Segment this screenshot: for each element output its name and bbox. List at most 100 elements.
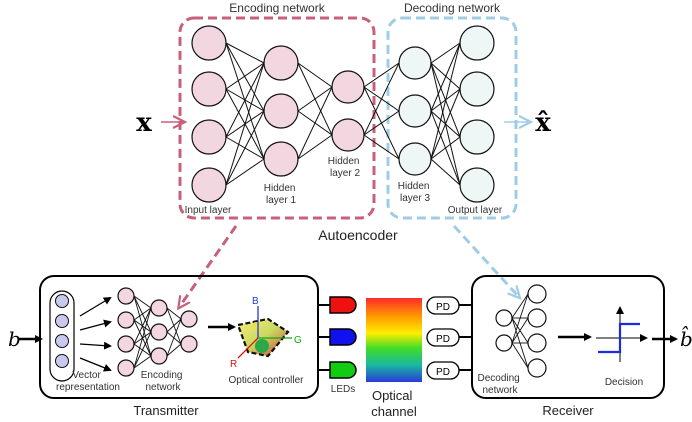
decision-function-icon xyxy=(596,306,648,362)
connection xyxy=(363,134,400,160)
autoencoder-connections xyxy=(225,42,461,186)
vector-representation-label: Vector representation xyxy=(56,370,120,393)
hidden-layer-3-label: Hidden layer 3 xyxy=(398,181,432,204)
connection xyxy=(297,86,333,112)
neuron xyxy=(459,167,495,203)
connection xyxy=(297,86,333,160)
axis-r xyxy=(237,337,259,359)
neuron xyxy=(180,310,198,328)
neuron xyxy=(191,167,227,203)
input-layer-label: Input layer xyxy=(185,205,232,216)
connection xyxy=(225,158,265,186)
encoding-network-title: Encoding network xyxy=(229,1,325,15)
neuron xyxy=(331,118,365,152)
rx-network-neurons xyxy=(495,284,547,378)
decoder-link-arrow xyxy=(452,224,518,296)
neuron xyxy=(459,25,495,61)
connection xyxy=(166,318,182,333)
connection xyxy=(430,42,461,64)
connection xyxy=(133,331,152,369)
connection xyxy=(133,307,152,369)
neuron xyxy=(117,287,135,305)
neuron xyxy=(527,358,547,378)
input-symbol: x xyxy=(136,108,152,138)
leds: LEDs xyxy=(318,296,357,395)
autoencoder-caption: Autoencoder xyxy=(318,227,398,243)
vector-arrow xyxy=(79,296,112,317)
encoder-link-arrow xyxy=(180,225,238,306)
vector-arrow xyxy=(79,357,112,372)
vector-element xyxy=(55,314,69,328)
led-red xyxy=(318,296,357,314)
optical-channel-label: Optical channel xyxy=(371,388,417,419)
neuron xyxy=(495,309,513,327)
vector-arrows xyxy=(79,296,112,372)
neuron xyxy=(527,308,547,328)
connection xyxy=(166,307,182,320)
autoencoder-neurons xyxy=(191,25,495,203)
tx-network-neurons xyxy=(117,287,198,377)
autoencoder: Encoding network Decoding network x x̂ I… xyxy=(136,1,551,306)
connection xyxy=(430,136,461,160)
photodetector: PD xyxy=(426,361,472,380)
neuron xyxy=(263,93,299,129)
neuron xyxy=(191,71,227,107)
axis-g-label: G xyxy=(294,335,302,346)
neuron xyxy=(398,46,432,80)
led-blue xyxy=(318,328,357,346)
photodetector: PD xyxy=(426,328,472,347)
optical-channel: Optical channel xyxy=(366,298,422,419)
neuron xyxy=(495,334,513,352)
optical-controller: B G R xyxy=(230,296,302,370)
vector-representation xyxy=(55,294,69,368)
neuron xyxy=(117,335,135,353)
neuron xyxy=(117,311,135,329)
connection xyxy=(166,318,182,357)
vector-element xyxy=(55,294,69,308)
connection xyxy=(297,62,333,88)
neuron xyxy=(527,333,547,353)
optical-channel-spectrum xyxy=(366,298,422,382)
connection xyxy=(511,293,529,319)
decoding-network-title: Decoding network xyxy=(404,1,501,15)
connection xyxy=(225,110,265,186)
connection xyxy=(133,307,152,345)
connection xyxy=(430,88,461,160)
vector-element xyxy=(55,354,69,368)
connection xyxy=(511,293,529,344)
neuron xyxy=(459,71,495,107)
neuron xyxy=(331,70,365,104)
rx-decoding-network-label: Decoding network xyxy=(477,373,522,396)
neuron xyxy=(117,359,135,377)
svg-text:PD: PD xyxy=(436,334,450,345)
receiver: PD PD PD Decoding network Decision Recei… xyxy=(426,275,692,418)
connection xyxy=(133,355,152,369)
neuron xyxy=(191,25,227,61)
receiver-box xyxy=(471,275,665,399)
connection xyxy=(363,110,400,136)
encoding-network-box xyxy=(178,16,376,220)
neuron xyxy=(263,45,299,81)
rx-network-connections xyxy=(511,293,529,369)
connection xyxy=(225,62,265,90)
connection xyxy=(430,158,461,186)
axis-b-label: B xyxy=(252,296,259,307)
gamut-point xyxy=(255,339,269,353)
neuron xyxy=(398,94,432,128)
neuron xyxy=(527,284,547,304)
connection xyxy=(511,342,529,369)
vector-arrow xyxy=(79,319,112,331)
tx-network-connections xyxy=(133,295,182,369)
receiver-output-symbol: b̂ xyxy=(680,325,692,351)
connection xyxy=(225,62,265,186)
connection xyxy=(511,317,529,344)
connection xyxy=(225,42,265,112)
optical-controller-label: Optical controller xyxy=(228,375,304,386)
vector-arrow xyxy=(79,341,112,350)
connection xyxy=(225,62,265,138)
output-symbol: x̂ xyxy=(535,108,551,138)
neuron xyxy=(263,141,299,177)
connection xyxy=(166,343,182,357)
neuron xyxy=(150,299,168,317)
